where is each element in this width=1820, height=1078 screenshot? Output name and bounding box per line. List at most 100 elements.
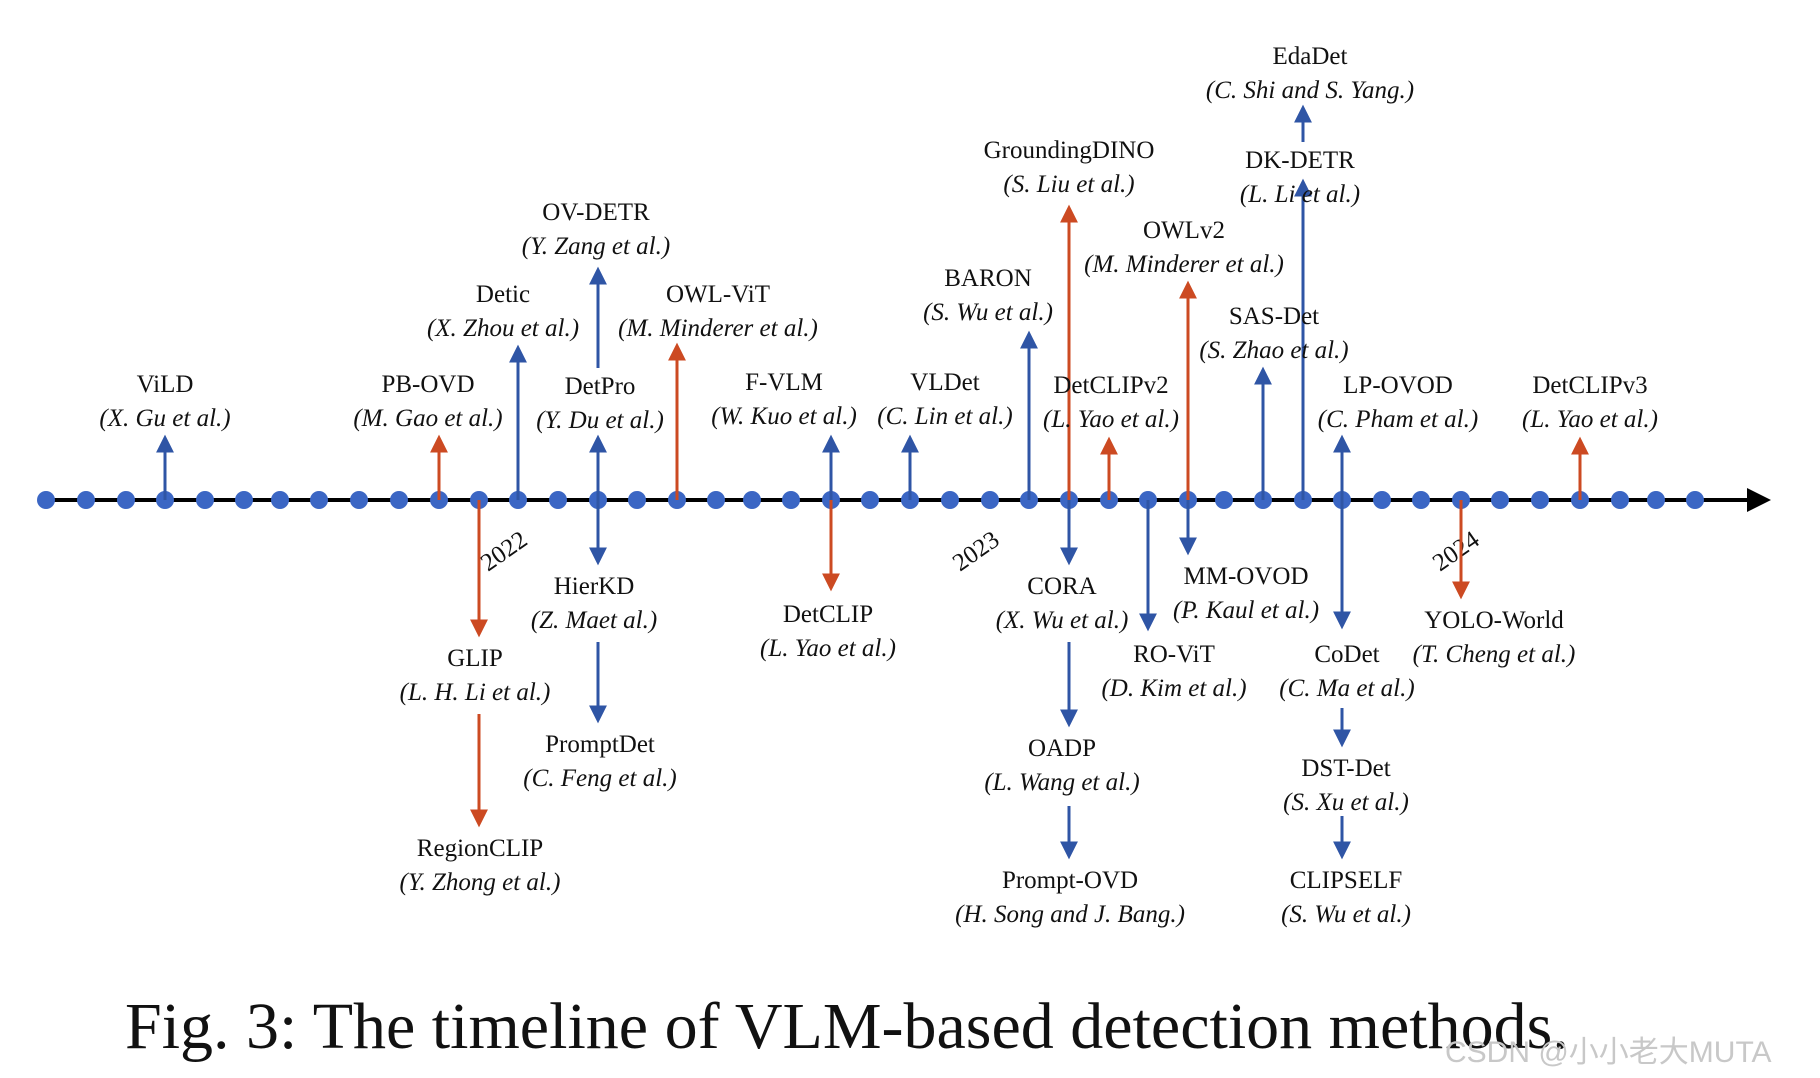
method-label-rovit: RO-ViT (D. Kim et al.) (1101, 641, 1246, 702)
method-label-groundingdino: GroundingDINO (S. Liu et al.) (984, 137, 1155, 198)
timeline-dot (549, 491, 567, 509)
method-name: CORA (1027, 573, 1096, 600)
method-name: DetCLIPv3 (1532, 372, 1647, 399)
method-label-codet: CoDet(C. Ma et al.) (1279, 641, 1414, 702)
method-label-detclip: DetCLIP (L. Yao et al.) (760, 601, 896, 662)
method-label-sasdet: SAS-Det (S. Zhao et al.) (1199, 303, 1348, 364)
method-name: HierKD (554, 573, 635, 600)
method-authors: (X. Gu et al.) (99, 405, 230, 432)
method-authors: (Y. Zang et al.) (522, 233, 670, 260)
method-authors: (S. Wu et al.) (1281, 901, 1411, 928)
timeline-dot (1647, 491, 1665, 509)
method-label-promptovd: Prompt-OVD (H. Song and J. Bang.) (955, 867, 1185, 928)
timeline-dot (37, 491, 55, 509)
method-label-detclipv2: DetCLIPv2 (L. Yao et al.) (1043, 372, 1179, 433)
timeline-dot (861, 491, 879, 509)
method-authors: (X. Zhou et al.) (427, 315, 579, 342)
method-authors: (Y. Du et al.) (536, 407, 664, 434)
method-authors: (C. Feng et al.) (523, 765, 676, 792)
method-label-oadp: OADP(L. Wang et al.) (984, 735, 1139, 796)
method-authors: (L. Yao et al.) (760, 635, 896, 662)
year-label-2022: 2022 (476, 526, 532, 577)
method-name: CLIPSELF (1290, 867, 1403, 894)
method-label-mmovod: MM-OVOD (P. Kaul et al.) (1173, 563, 1319, 624)
method-name: PB-OVD (381, 371, 474, 398)
method-label-edadet: EdaDet (C. Shi and S. Yang.) (1206, 43, 1414, 104)
method-name: BARON (944, 265, 1032, 292)
timeline-dot (310, 491, 328, 509)
method-name: VLDet (910, 369, 979, 396)
method-label-baron: BARON(S. Wu et al.) (923, 265, 1053, 326)
timeline-dot (390, 491, 408, 509)
timeline-dot (1611, 491, 1629, 509)
method-name: DK-DETR (1245, 147, 1355, 174)
method-name: DetCLIP (783, 601, 873, 628)
method-label-dkdetr: DK-DETR (L. Li et al.) (1240, 147, 1360, 208)
method-authors: (S. Zhao et al.) (1199, 337, 1348, 364)
method-label-vild: ViLD(X. Gu et al.) (99, 371, 230, 432)
method-label-vldet: VLDet (C. Lin et al.) (877, 369, 1012, 430)
watermark: CSDN @小小老大MUTA (1445, 1036, 1772, 1069)
method-authors: (L. Yao et al.) (1522, 406, 1658, 433)
timeline-dot (77, 491, 95, 509)
method-name: MM-OVOD (1184, 563, 1309, 590)
method-label-ovdetr: OV-DETR(Y. Zang et al.) (522, 199, 670, 260)
method-authors: (C. Lin et al.) (877, 403, 1012, 430)
method-authors: (C. Pham et al.) (1318, 406, 1478, 433)
method-name: EdaDet (1273, 43, 1348, 70)
method-name: Detic (476, 281, 530, 308)
method-label-detclipv3: DetCLIPv3 (L. Yao et al.) (1522, 372, 1658, 433)
method-label-lpovod: LP-OVOD (C. Pham et al.) (1318, 372, 1478, 433)
method-authors: (L. Yao et al.) (1043, 406, 1179, 433)
timeline-dot (1531, 491, 1549, 509)
timeline-dot (1215, 491, 1233, 509)
timeline-dot (1491, 491, 1509, 509)
method-name: DetPro (565, 373, 636, 400)
timeline-dot (1686, 491, 1704, 509)
method-label-cora: CORA(X. Wu et al.) (996, 573, 1129, 634)
method-name: SAS-Det (1229, 303, 1319, 330)
timeline-dot (235, 491, 253, 509)
method-label-owlv2: OWLv2 (M. Minderer et al.) (1084, 217, 1284, 278)
method-name: OADP (1028, 735, 1096, 762)
method-label-detic: Detic (X. Zhou et al.) (427, 281, 579, 342)
method-name: DetCLIPv2 (1053, 372, 1168, 399)
method-name: GroundingDINO (984, 137, 1155, 164)
method-labels: ViLD(X. Gu et al.) PB-OVD (M. Gao et al.) G… (99, 43, 1658, 928)
method-authors: (T. Cheng et al.) (1413, 641, 1576, 668)
method-label-hierkd: HierKD(Z. Maet al.) (531, 573, 657, 634)
method-authors: (M. Minderer et al.) (1084, 251, 1284, 278)
method-authors: (C. Shi and S. Yang.) (1206, 77, 1414, 104)
timeline-dot (117, 491, 135, 509)
timeline-dot (271, 491, 289, 509)
method-authors: (Y. Zhong et al.) (400, 869, 561, 896)
method-authors: (D. Kim et al.) (1101, 675, 1246, 702)
method-name: RO-ViT (1133, 641, 1215, 668)
timeline-dot (196, 491, 214, 509)
method-label-yoloworld: YOLO-World(T. Cheng et al.) (1413, 607, 1576, 668)
figure-caption: Fig. 3: The timeline of VLM-based detect… (125, 990, 1569, 1063)
method-label-glip: GLIP(L. H. Li et al.) (400, 645, 551, 706)
timeline-dot (743, 491, 761, 509)
method-authors: (L. Li et al.) (1240, 181, 1360, 208)
timeline-dot (1412, 491, 1430, 509)
method-arrows (156, 104, 1589, 860)
year-label-2024: 2024 (1428, 526, 1485, 577)
timeline-dot (941, 491, 959, 509)
method-name: RegionCLIP (417, 835, 543, 862)
method-name: OWLv2 (1143, 217, 1225, 244)
method-label-dstdet: DST-Det(S. Xu et al.) (1283, 755, 1409, 816)
method-authors: (S. Liu et al.) (1003, 171, 1134, 198)
method-name: DST-Det (1301, 755, 1390, 782)
method-authors: (H. Song and J. Bang.) (955, 901, 1185, 928)
method-authors: (M. Gao et al.) (353, 405, 502, 432)
method-name: LP-OVOD (1343, 372, 1453, 399)
method-authors: (C. Ma et al.) (1279, 675, 1414, 702)
timeline-dots (37, 491, 1704, 509)
method-authors: (P. Kaul et al.) (1173, 597, 1319, 624)
method-authors: (L. H. Li et al.) (400, 679, 551, 706)
method-authors: (M. Minderer et al.) (618, 315, 818, 342)
method-name: Prompt-OVD (1002, 867, 1138, 894)
timeline-dot (707, 491, 725, 509)
